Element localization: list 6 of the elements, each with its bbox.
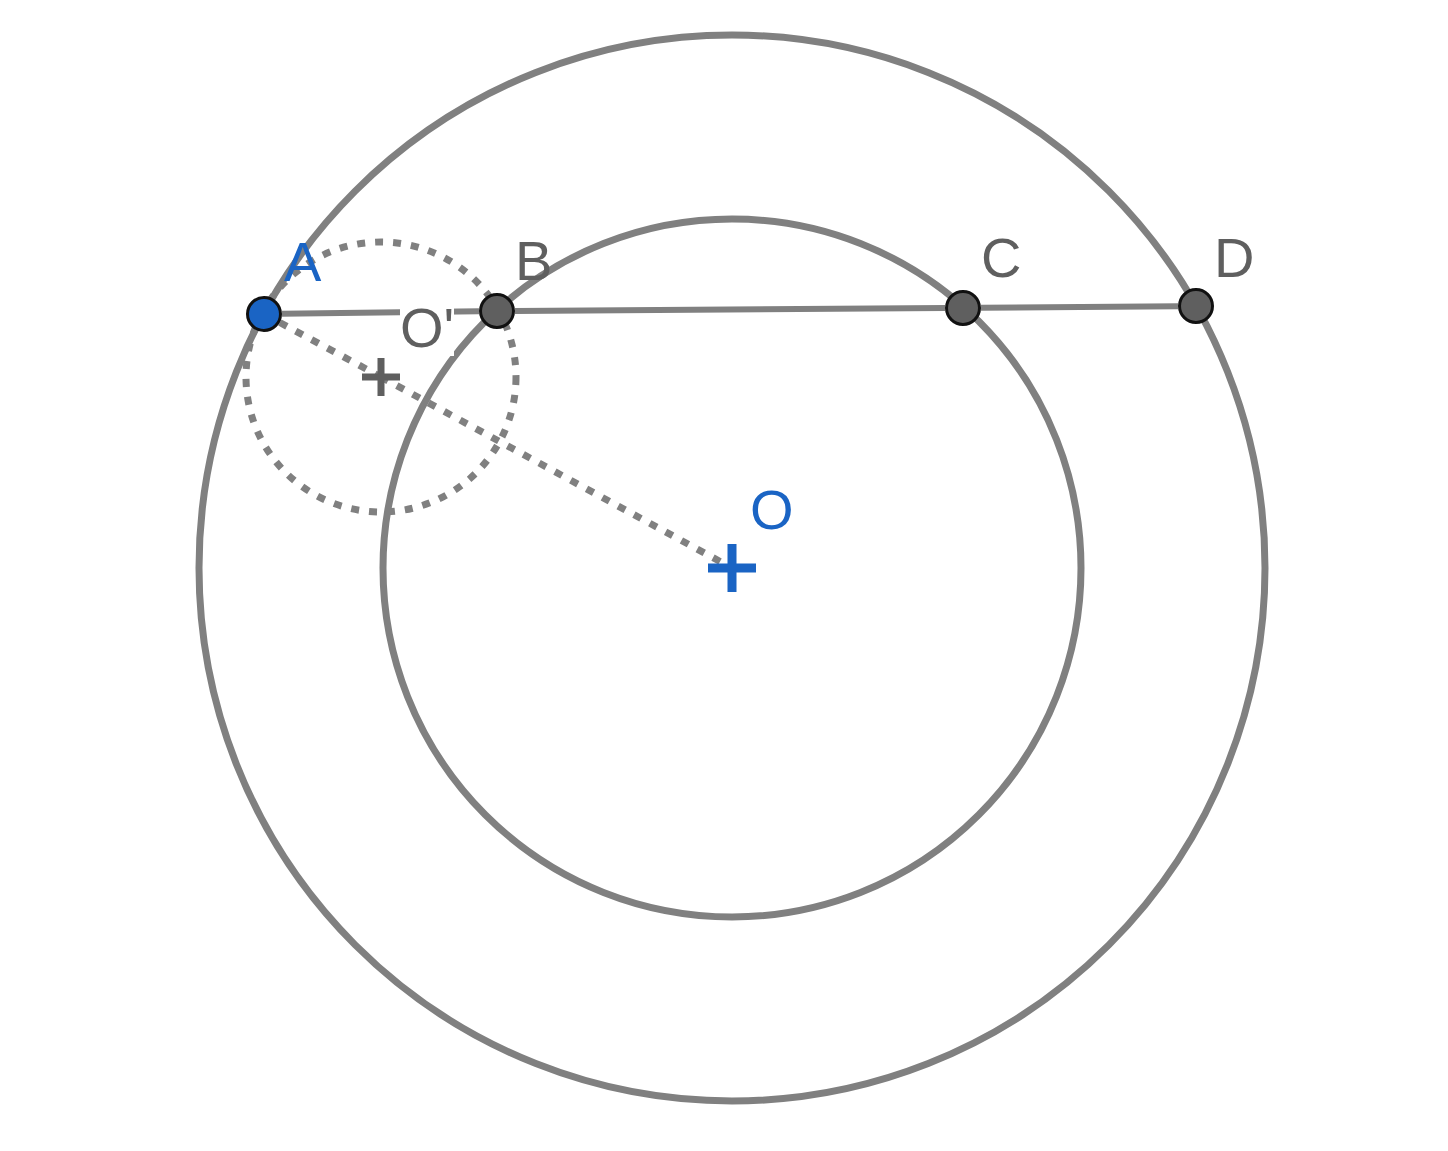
point-label: B: [515, 233, 553, 289]
line-segment: [515, 305, 945, 314]
point-label: O: [750, 482, 794, 538]
point-label: C: [981, 230, 1022, 286]
point-label: D: [1214, 230, 1255, 286]
line-segment: [980, 303, 1179, 311]
